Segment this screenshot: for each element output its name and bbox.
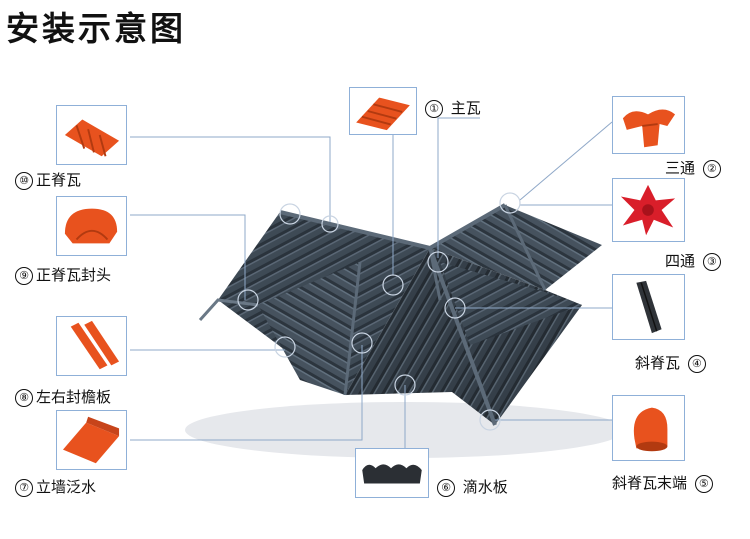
thumb-hip-end-tile	[612, 395, 685, 461]
label-part-5: 斜脊瓦末端 ⑤	[612, 472, 716, 493]
roof-plane-dormer	[440, 262, 582, 345]
thumb-cross-tile	[612, 178, 685, 242]
thumb-main-tile	[349, 87, 417, 135]
roof-plane-gable	[258, 262, 360, 395]
thumb-ridge-tile	[56, 105, 127, 165]
label-part-1: ① 主瓦	[422, 97, 481, 118]
label-part-6: ⑥ 滴水板	[434, 476, 508, 497]
label-part-3: 四通 ③	[665, 250, 724, 271]
roof-plane-right-upper	[430, 205, 602, 290]
thumb-tee-tile	[612, 96, 685, 154]
thumb-barge-board	[56, 316, 127, 376]
label-part-2: 三通 ②	[665, 157, 724, 178]
page-title: 安装示意图	[6, 9, 186, 48]
label-part-4: 斜脊瓦 ④	[635, 352, 709, 373]
thumb-drip-board	[355, 448, 429, 498]
thumb-ridge-end-cap	[56, 196, 127, 256]
thumb-hip-tile	[612, 274, 685, 340]
roof-model	[198, 203, 602, 426]
thumb-wall-flashing	[56, 410, 127, 470]
leader-lines	[130, 115, 613, 448]
callout-markers	[237, 192, 521, 431]
